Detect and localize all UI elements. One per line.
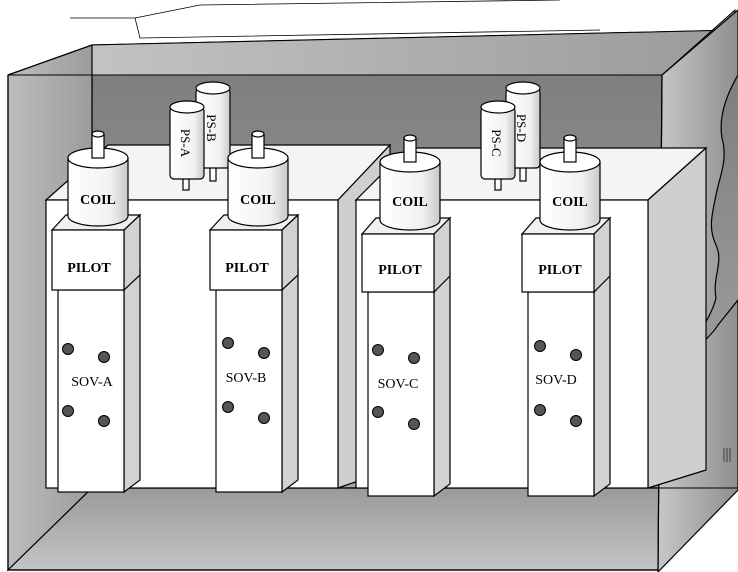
manifold-right-side bbox=[648, 148, 706, 488]
valve-sov-b-coil-label: COIL bbox=[240, 193, 276, 208]
valve-sov-c-coil-label: COIL bbox=[392, 195, 428, 210]
ps-b-label: PS-B bbox=[204, 114, 219, 142]
valve-sov-c-label: SOV-C bbox=[378, 377, 419, 392]
enclosure-top bbox=[8, 10, 735, 75]
valve-sov-a-coil-label: COIL bbox=[80, 193, 116, 208]
valve-sov-a-pilot-label: PILOT bbox=[67, 261, 111, 276]
ps-a-label: PS-A bbox=[178, 129, 193, 158]
valve-sov-d-pilot-label: PILOT bbox=[538, 263, 582, 278]
valve-sov-a-label: SOV-A bbox=[71, 375, 113, 390]
valve-sov-d-label: SOV-D bbox=[535, 373, 577, 388]
pressure-switch-ps-c: PS-C bbox=[481, 101, 515, 190]
valve-sov-b-label: SOV-B bbox=[226, 371, 267, 386]
pressure-switch-ps-a: PS-A bbox=[170, 101, 204, 190]
ps-d-label: PS-D bbox=[514, 114, 529, 142]
enclosure-floor bbox=[8, 488, 738, 570]
valve-sov-c-pilot-label: PILOT bbox=[378, 263, 422, 278]
ps-c-label: PS-C bbox=[489, 129, 504, 156]
valve-sov-b-pilot-label: PILOT bbox=[225, 261, 269, 276]
valve-sov-d-coil-label: COIL bbox=[552, 195, 588, 210]
